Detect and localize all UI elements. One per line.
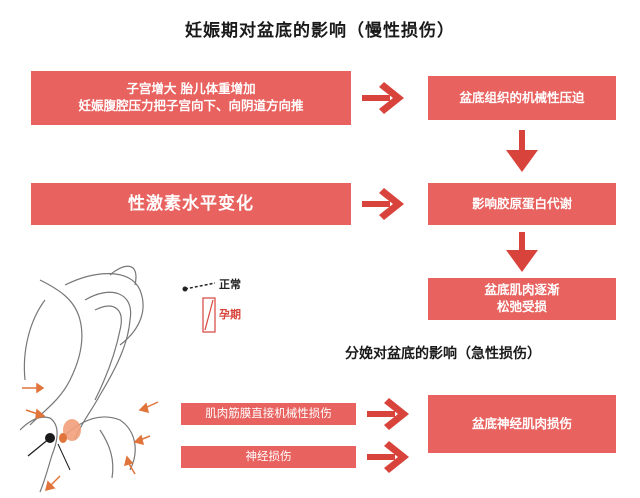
legend-pregnancy-label: 孕期	[219, 308, 241, 321]
legend-pregnancy-box	[202, 297, 216, 333]
fascia-injury-box: 肌肉筋膜直接机械性损伤	[181, 403, 356, 425]
collagen-metabolism-label: 影响胶原蛋白代谢	[471, 195, 572, 211]
collagen-metabolism-box: 影响胶原蛋白代谢	[428, 183, 616, 225]
mechanical-compression-label: 盆底组织的机械性压迫	[459, 89, 585, 105]
muscle-relaxation-line2: 松弛受损	[496, 299, 547, 314]
hormone-change-label: 性激素水平变化	[128, 193, 254, 214]
hormone-change-box: 性激素水平变化	[31, 183, 351, 225]
arrow-collagen-to-relaxation	[506, 232, 538, 272]
arrow-hormone-to-collagen	[362, 188, 404, 220]
uterus-pressure-box: 子宫增大 胎儿体重增加 妊娠腹腔压力把子宫向下、向阴道方向推	[31, 71, 351, 125]
delivery-subtitle: 分娩对盆底的影响（急性损伤）	[345, 346, 541, 362]
legend-normal-line	[182, 282, 216, 292]
fascia-injury-label: 肌肉筋膜直接机械性损伤	[205, 406, 332, 421]
mechanical-compression-box: 盆底组织的机械性压迫	[428, 76, 616, 120]
arrow-nerve-to-result	[367, 441, 409, 473]
uterus-pressure-line1: 子宫增大 胎儿体重增加	[126, 81, 256, 97]
nerve-injury-label: 神经损伤	[245, 449, 292, 464]
pelvic-anatomy-sketch	[19, 265, 144, 493]
uterus-pressure-line2: 妊娠腹腔压力把子宫向下、向阴道方向推	[78, 98, 304, 113]
neuromuscular-injury-box: 盆底神经肌肉损伤	[428, 395, 616, 453]
muscle-relaxation-box: 盆底肌肉逐渐 松弛受损	[428, 278, 616, 320]
arrow-mechanical-to-collagen	[506, 130, 538, 172]
arrow-fascia-to-result	[367, 398, 409, 430]
page-title: 妊娠期对盆底的影响（慢性损伤）	[185, 21, 455, 41]
pelvic-organs	[27, 419, 81, 471]
neuromuscular-injury-label: 盆底神经肌肉损伤	[471, 415, 572, 431]
arrow-pressure-to-mechanical	[362, 82, 404, 114]
legend-normal-label: 正常	[219, 278, 241, 291]
muscle-relaxation-line1: 盆底肌肉逐渐	[484, 282, 560, 298]
nerve-injury-box: 神经损伤	[181, 446, 356, 468]
force-arrows	[22, 382, 159, 492]
